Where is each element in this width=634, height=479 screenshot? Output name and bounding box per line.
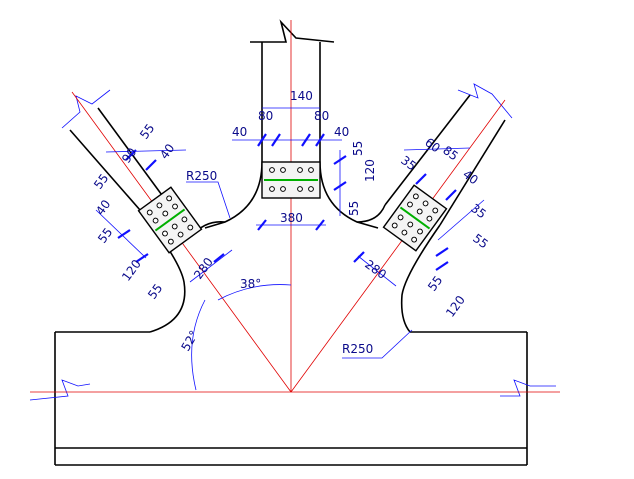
dim-280: 280 [191,255,216,282]
angle-annotations: 38° 52° [178,277,292,391]
dim-55: 55 [137,121,157,142]
center-plate [261,161,321,199]
dim-90: 90 [119,145,139,166]
dim-40-left: 40 [232,125,247,139]
dim-120: 120 [443,293,468,320]
dim-55d: 55 [145,281,165,302]
chord-member [29,331,560,466]
right-brace [290,83,513,393]
dim-120: 120 [363,159,377,182]
angle-38: 38° [240,277,261,291]
dim-40: 40 [460,167,481,187]
dim-280: 280 [362,257,389,282]
dim-55b: 55 [425,273,445,294]
dim-40-right: 40 [334,125,349,139]
dim-85: 85 [440,143,461,163]
left-plate [137,186,203,254]
dim-140: 140 [290,89,313,103]
dim-55-top: 55 [351,141,365,156]
center-dimensions: 40 80 140 80 40 55 120 55 380 [232,89,377,231]
radius-annotations: R250 R250 [186,169,413,359]
radius-bottom: R250 [342,342,373,356]
dim-35b: 35 [468,201,489,221]
dim-55: 55 [470,231,491,251]
radius-top: R250 [186,169,217,183]
dim-40b: 40 [93,197,113,218]
dim-80-left: 80 [258,109,273,123]
dim-55-bottom: 55 [347,201,361,216]
dim-55c: 55 [95,225,115,246]
dim-380: 380 [280,211,303,225]
dim-120: 120 [119,257,144,284]
dim-35: 35 [398,153,419,173]
dim-40: 40 [157,141,177,162]
right-plate [382,184,448,252]
angle-52: 52° [178,328,201,353]
dim-80-right: 80 [314,109,329,123]
